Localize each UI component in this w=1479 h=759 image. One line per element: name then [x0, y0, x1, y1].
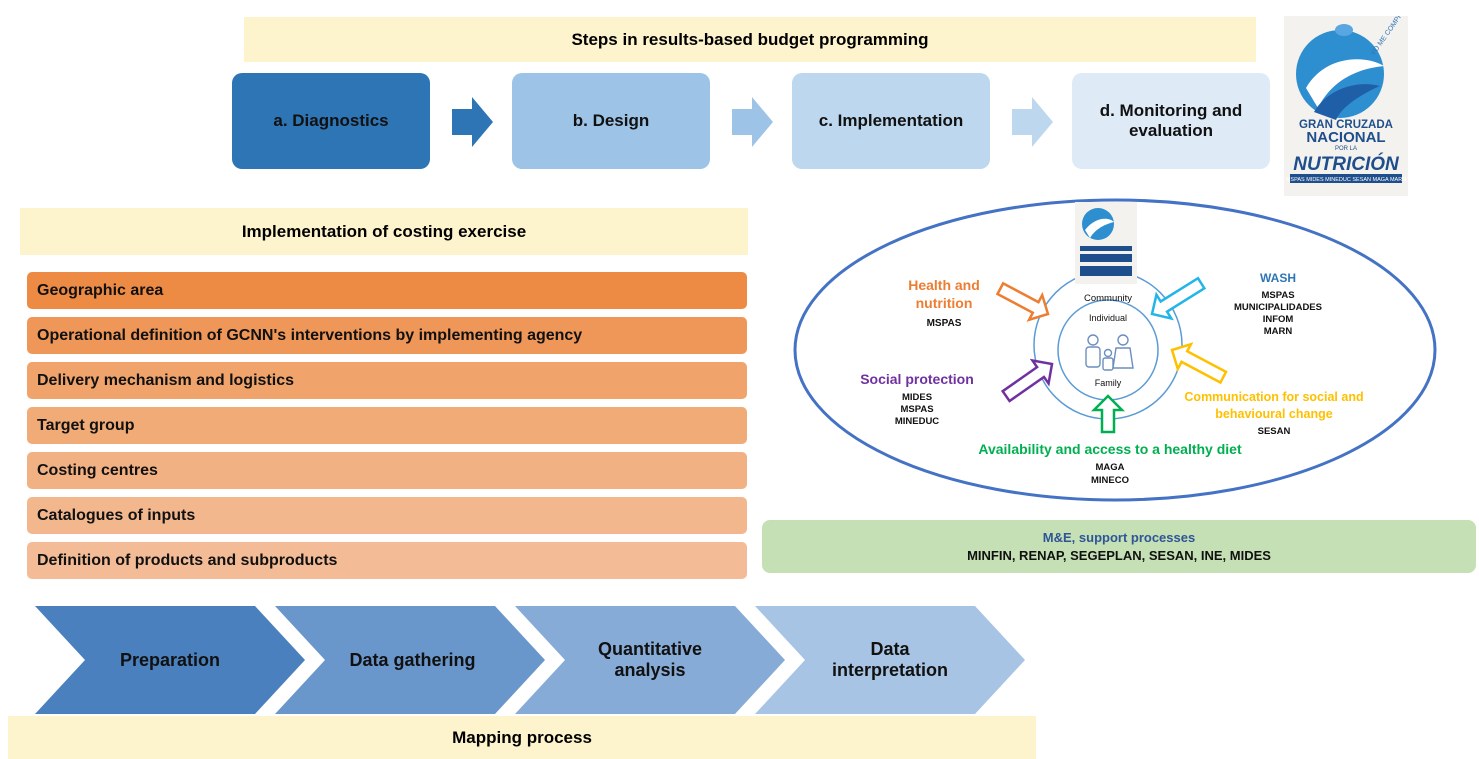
family-label: Family [1095, 378, 1122, 388]
social-arrow-icon [1000, 358, 1054, 403]
step-design: b. Design [512, 73, 710, 169]
costing-item: Catalogues of inputs [27, 497, 747, 534]
wash-agency: MSPAS [1261, 290, 1294, 301]
me-support-box: M&E, support processes MINFIN, RENAP, SE… [762, 520, 1476, 573]
communication-title: Communication for social and [1184, 390, 1363, 404]
communication-arrow-icon [1170, 342, 1228, 385]
social-agency: MIDES [902, 392, 932, 403]
health-agency: MSPAS [927, 318, 962, 329]
chevron-preparation [35, 606, 305, 714]
svg-text:NACIONAL: NACIONAL [1306, 129, 1385, 146]
svg-text:MSPAS MIDES MINEDUC SESAN MAGA: MSPAS MIDES MINEDUC SESAN MAGA MARN [1286, 177, 1406, 183]
costing-item: Delivery mechanism and logistics [27, 362, 747, 399]
step-monitoring-evaluation: d. Monitoring and evaluation [1072, 73, 1270, 169]
mapping-step-quantitative-analysis: Quantitative analysis [597, 639, 703, 680]
costing-item: Geographic area [27, 272, 747, 309]
wash-agency: MARN [1264, 326, 1293, 337]
family-icon [1085, 334, 1134, 371]
mapping-step-data-gathering: Data gathering [349, 649, 476, 670]
arrow-right-icon [452, 97, 493, 147]
diet-agency: MAGA [1095, 462, 1124, 473]
community-label: Community [1084, 293, 1132, 304]
diet-agency: MINECO [1091, 475, 1129, 486]
svg-text:GRAN CRUZADA: GRAN CRUZADA [1299, 119, 1393, 131]
mapping-step-preparation: Preparation [119, 649, 221, 670]
wash-arrow-icon [1150, 276, 1207, 321]
gcnn-logo: YO ME COMPROMETO GRAN CRUZADA NACIONAL P… [1284, 0, 1420, 196]
individual-label: Individual [1089, 313, 1127, 323]
social-agency: MINEDUC [895, 416, 939, 427]
arrow-right-icon [732, 97, 773, 147]
me-title: M&E, support processes [1042, 530, 1196, 545]
diet-title: Availability and access to a healthy die… [978, 441, 1242, 457]
wash-agency: INFOM [1263, 314, 1294, 325]
me-agencies: MINFIN, RENAP, SEGEPLAN, SESAN, INE, MID… [967, 548, 1271, 563]
diet-arrow-icon [1090, 394, 1126, 434]
step-implementation: c. Implementation [792, 73, 990, 169]
social-title: Social protection [860, 371, 974, 387]
costing-exercise-title: Implementation of costing exercise [20, 208, 748, 255]
mapping-chevrons [35, 606, 1025, 714]
step-diagnostics: a. Diagnostics [232, 73, 430, 169]
step-arrows [452, 97, 1053, 147]
chevron-data-gathering [275, 606, 545, 714]
wash-title: WASH [1260, 271, 1296, 285]
budget-programming-title: Steps in results-based budget programmin… [244, 17, 1256, 62]
nutrition-ecosystem-diagram: Community Individual Family Health and n… [793, 198, 1437, 502]
costing-item: Definition of products and subproducts [27, 542, 747, 579]
mapping-step-data-interpretation: Data interpretation [831, 639, 948, 680]
costing-item: Target group [27, 407, 747, 444]
chevron-data-interpretation [755, 606, 1025, 714]
gcnn-small-logo [1075, 202, 1137, 284]
communication-title: behavioural change [1215, 407, 1332, 421]
outer-ellipse [793, 198, 1437, 502]
arrow-right-icon [1012, 97, 1053, 147]
costing-item: Costing centres [27, 452, 747, 489]
health-arrow-icon [995, 281, 1050, 322]
svg-text:YO ME COMPROMETO: YO ME COMPROMETO [1370, 16, 1408, 57]
chevron-quantitative-analysis [515, 606, 785, 714]
wash-agency: MUNICIPALIDADES [1234, 302, 1322, 313]
communication-agency: SESAN [1258, 426, 1291, 437]
costing-item: Operational definition of GCNN's interve… [27, 317, 747, 354]
health-title: nutrition [916, 295, 973, 311]
svg-text:NUTRICIÓN: NUTRICIÓN [1293, 153, 1400, 175]
health-title: Health and [908, 277, 980, 293]
social-agency: MSPAS [900, 404, 933, 415]
svg-text:POR LA: POR LA [1335, 146, 1357, 152]
mapping-process-title: Mapping process [8, 716, 1036, 759]
